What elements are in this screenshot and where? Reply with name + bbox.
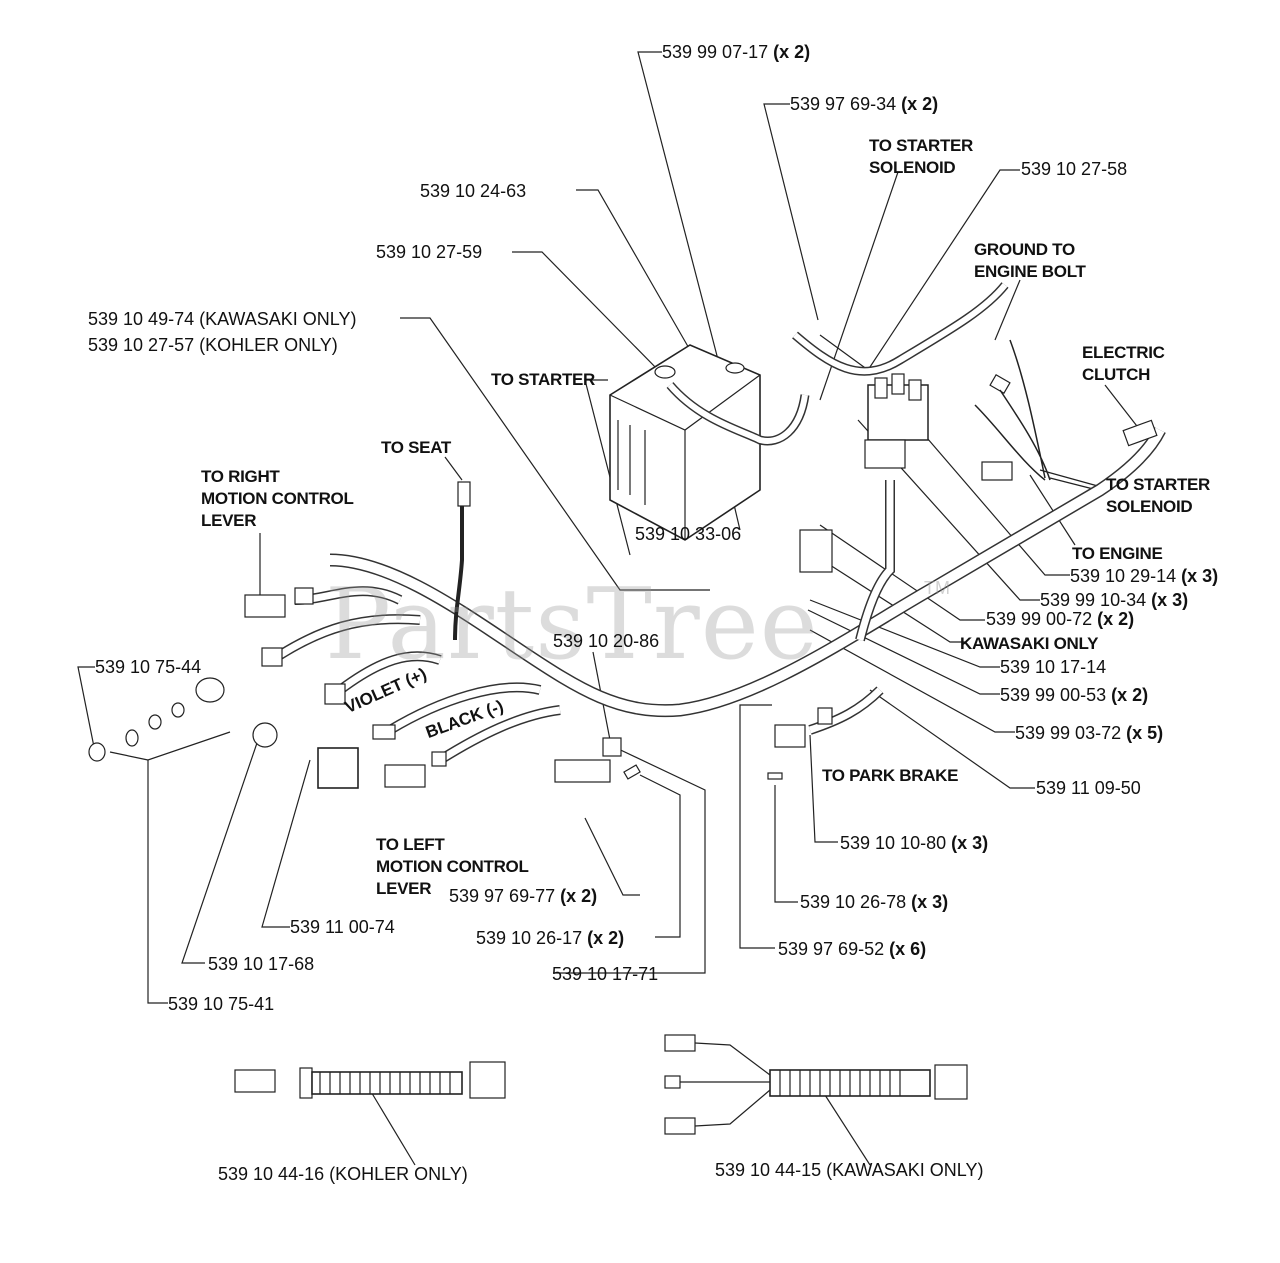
part-label-539-10-27-59: 539 10 27-59 xyxy=(376,242,483,262)
part-label-539-10-75-44: 539 10 75-44 xyxy=(95,657,202,677)
caption-to-seat: TO SEAT xyxy=(381,438,452,457)
part-label-539-10-17-14: 539 10 17-14 xyxy=(1000,657,1107,677)
partstree-watermark: PartsTree xyxy=(325,568,819,682)
part-label-539-10-44-15: 539 10 44-15 (KAWASAKI ONLY) xyxy=(715,1160,984,1180)
part-label-539-99-03-72: 539 99 03-72 (x 5) xyxy=(1015,723,1164,743)
harness-44-16 xyxy=(234,1061,506,1099)
part-label-539-97-69-52: 539 97 69-52 (x 6) xyxy=(778,939,927,959)
part-label-539-97-69-34: 539 97 69-34 (x 2) xyxy=(790,94,939,114)
part-label-539-10-49-74: 539 10 49-74 (KAWASAKI ONLY) xyxy=(88,309,357,329)
solenoid xyxy=(864,373,929,469)
caption-to-left-motion-control-lever: TO LEFT MOTION CONTROL LEVER xyxy=(376,835,529,898)
caption-to-starter-solenoid-right: TO STARTER SOLENOID xyxy=(1106,475,1211,516)
trademark-mark: TM xyxy=(924,578,950,598)
part-label-539-11-09-50: 539 11 09-50 xyxy=(1036,778,1141,798)
part-label-539-10-27-57: 539 10 27-57 (KOHLER ONLY) xyxy=(88,335,338,355)
caption-to-engine: TO ENGINE xyxy=(1072,544,1163,563)
part-label-539-99-07-17: 539 99 07-17 (x 2) xyxy=(662,42,811,62)
part-label-539-99-00-72: 539 99 00-72 (x 2) xyxy=(986,609,1135,629)
part-label-539-10-10-80: 539 10 10-80 (x 3) xyxy=(840,833,989,853)
part-label-539-10-33-06: 539 10 33-06 xyxy=(635,524,742,544)
part-label-539-10-75-41: 539 10 75-41 xyxy=(168,994,275,1014)
part-label-539-10-27-58: 539 10 27-58 xyxy=(1021,159,1128,179)
part-label-539-10-20-86: 539 10 20-86 xyxy=(553,631,660,651)
caption-ground-to-engine-bolt: GROUND TO ENGINE BOLT xyxy=(974,240,1086,281)
caption-to-park-brake: TO PARK BRAKE xyxy=(822,766,959,785)
part-label-539-10-26-78: 539 10 26-78 (x 3) xyxy=(800,892,949,912)
part-label-539-10-17-68: 539 10 17-68 xyxy=(208,954,315,974)
part-label-539-97-69-77: 539 97 69-77 (x 2) xyxy=(449,886,598,906)
part-label-539-10-24-63: 539 10 24-63 xyxy=(420,181,527,201)
part-label-539-99-10-34: 539 99 10-34 (x 3) xyxy=(1040,590,1189,610)
battery xyxy=(609,344,761,541)
caption-to-starter: TO STARTER xyxy=(491,370,596,389)
part-label-539-10-44-16: 539 10 44-16 (KOHLER ONLY) xyxy=(218,1164,468,1184)
caption-to-starter-solenoid-top: TO STARTER SOLENOID xyxy=(869,136,974,177)
part-label-539-10-26-17: 539 10 26-17 (x 2) xyxy=(476,928,625,948)
part-label-539-99-00-53: 539 99 00-53 (x 2) xyxy=(1000,685,1149,705)
part-label-539-10-17-71: 539 10 17-71 xyxy=(552,964,659,984)
caption-kawasaki-only: KAWASAKI ONLY xyxy=(960,634,1099,653)
harness-44-15 xyxy=(664,1034,968,1135)
part-label-539-10-29-14: 539 10 29-14 (x 3) xyxy=(1070,566,1219,586)
caption-to-right-motion-control-lever: TO RIGHT MOTION CONTROL LEVER xyxy=(201,467,354,530)
caption-electric-clutch: ELECTRIC CLUTCH xyxy=(1082,343,1165,384)
part-label-539-11-00-74: 539 11 00-74 xyxy=(290,917,395,937)
